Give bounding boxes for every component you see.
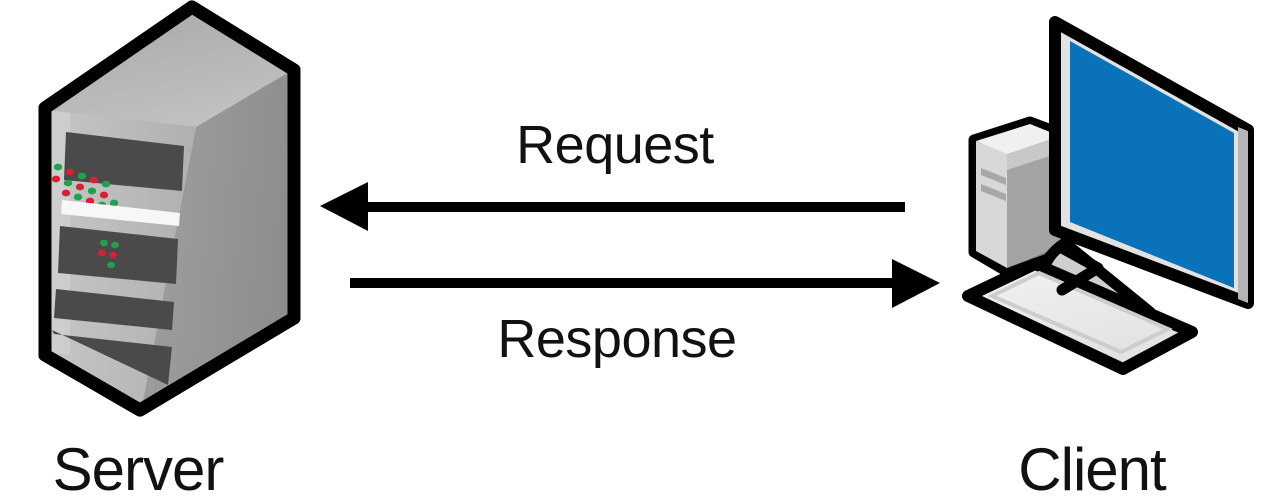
server-label: Server (53, 436, 224, 499)
server-tower-icon (38, 0, 301, 417)
request-label: Request (516, 115, 714, 175)
client-label: Client (1018, 436, 1167, 499)
keyboard-key-panel (987, 270, 1173, 355)
server-side-face (142, 71, 291, 406)
monitor-neck (1056, 242, 1104, 296)
monitor-edge-shade (1238, 127, 1248, 303)
server-outline-overlay (38, 0, 301, 417)
tower-front-face (976, 141, 1007, 268)
server-led-cluster-secondary (98, 239, 119, 269)
keyboard (962, 258, 1198, 375)
desktop-computer-icon (962, 16, 1254, 375)
response-arrow-head (892, 259, 940, 308)
response-arrow (350, 259, 940, 308)
tower-shadow-face (1007, 152, 1062, 268)
server-drive-bay-3 (54, 289, 174, 330)
monitor (1049, 16, 1254, 309)
server-slot-separator (61, 200, 180, 226)
tower-drive-slot-1 (981, 168, 1006, 185)
server-top-face (48, 10, 291, 127)
tower-top-face (976, 124, 1060, 154)
tower-drive-slot-2 (981, 184, 1006, 201)
computer-tower (968, 116, 1068, 278)
response-label: Response (497, 309, 736, 369)
request-arrow-head (320, 182, 368, 231)
server-drive-bay-2 (58, 226, 178, 284)
server-drive-bay-1 (64, 132, 184, 191)
server-drive-bay-4 (52, 330, 172, 385)
request-arrow (320, 182, 905, 231)
monitor-screen (1070, 41, 1234, 288)
